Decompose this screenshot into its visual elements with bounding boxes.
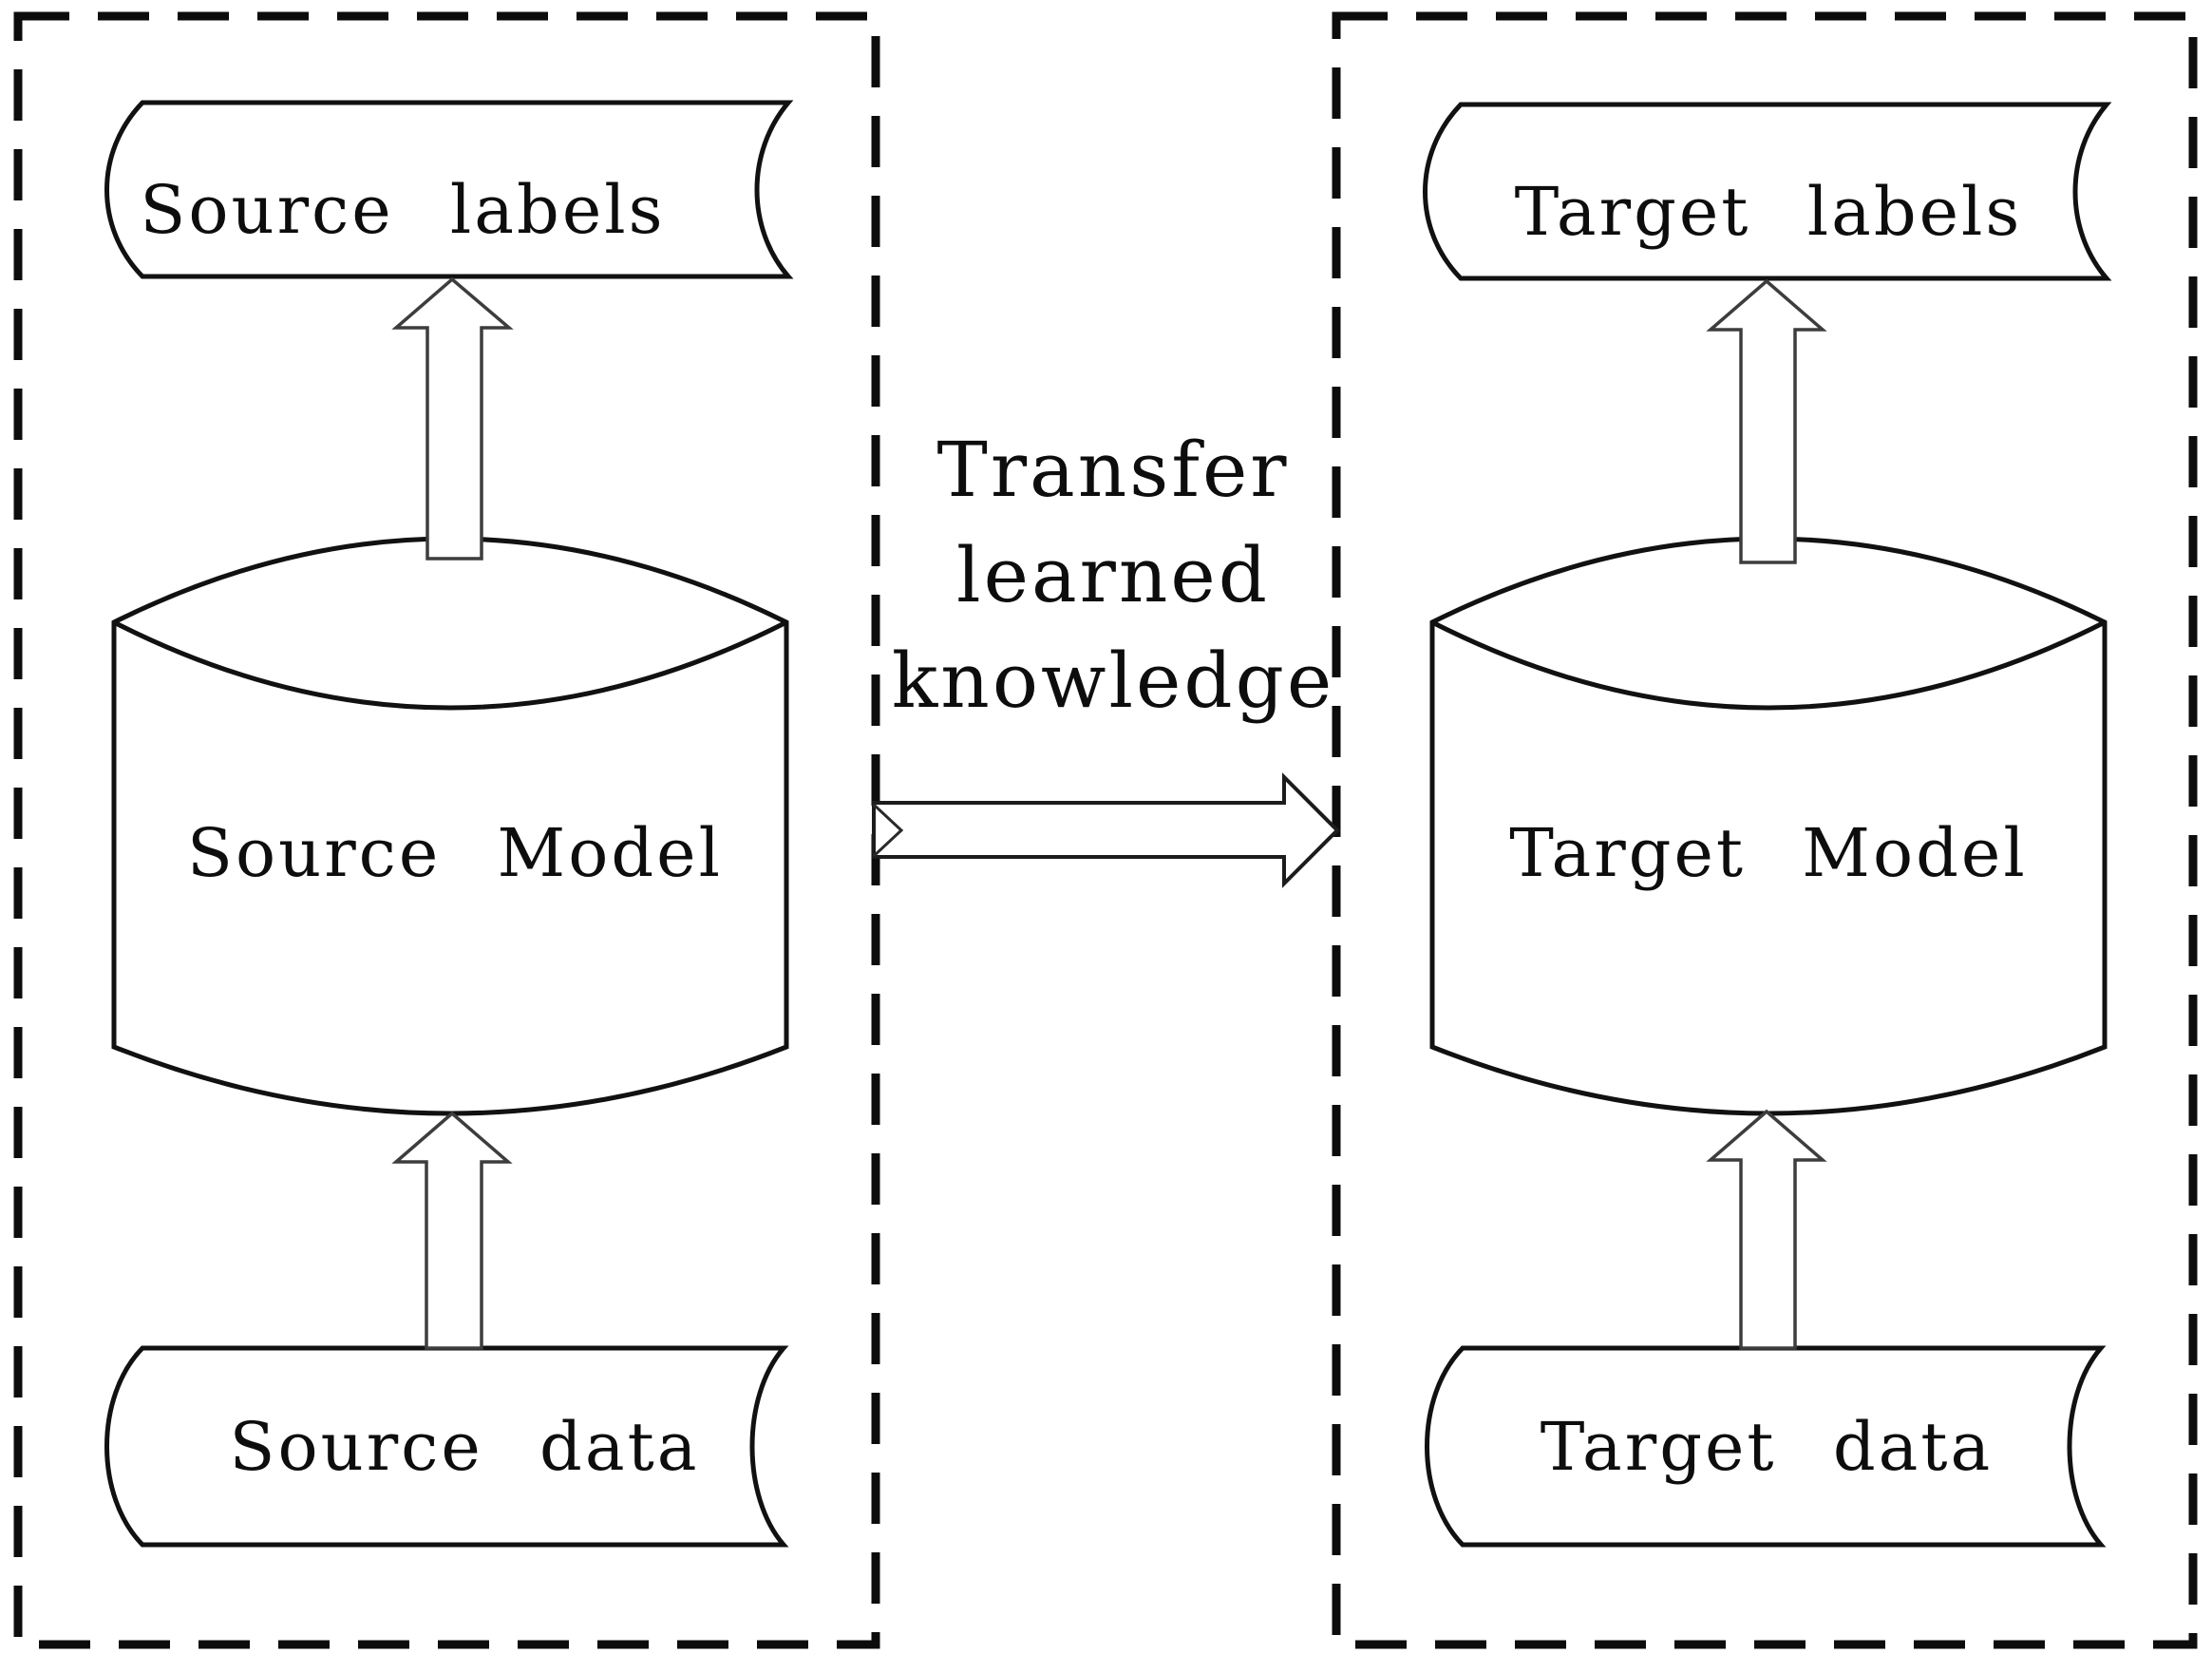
transfer-text-line2: learned [956,531,1270,619]
target-data-shape [1425,1345,2107,1548]
transfer-text-line1: Transfer [936,426,1289,514]
source-labels-text: Source labels [140,171,665,249]
source-model-to-labels-arrow-icon [391,276,514,561]
target-model-text: Target Model [1509,814,2028,892]
target-labels-text: Target labels [1515,173,2023,251]
target-data-text: Target data [1541,1408,1993,1486]
source-labels-shape [104,100,794,279]
target-model-top-lens [1430,619,2107,711]
source-data-text: Source data [230,1408,700,1486]
source-model-shape [111,536,789,1116]
source-data-to-model-arrow-icon [391,1111,513,1350]
target-model-to-labels-arrow-icon [1706,278,1827,564]
source-domain-dashed-box [13,11,880,1649]
transfer-arrow-tail-chevron-icon [872,803,904,858]
target-model-shape [1429,536,2108,1116]
transfer-knowledge-arrow-icon [872,772,1340,888]
target-data-to-model-arrow-icon [1706,1109,1827,1350]
source-data-shape [104,1345,789,1548]
source-model-text: Source Model [187,814,723,892]
transfer-text-line3: knowledge [892,637,1334,725]
target-labels-shape [1423,102,2112,281]
source-model-top-lens [112,619,788,711]
